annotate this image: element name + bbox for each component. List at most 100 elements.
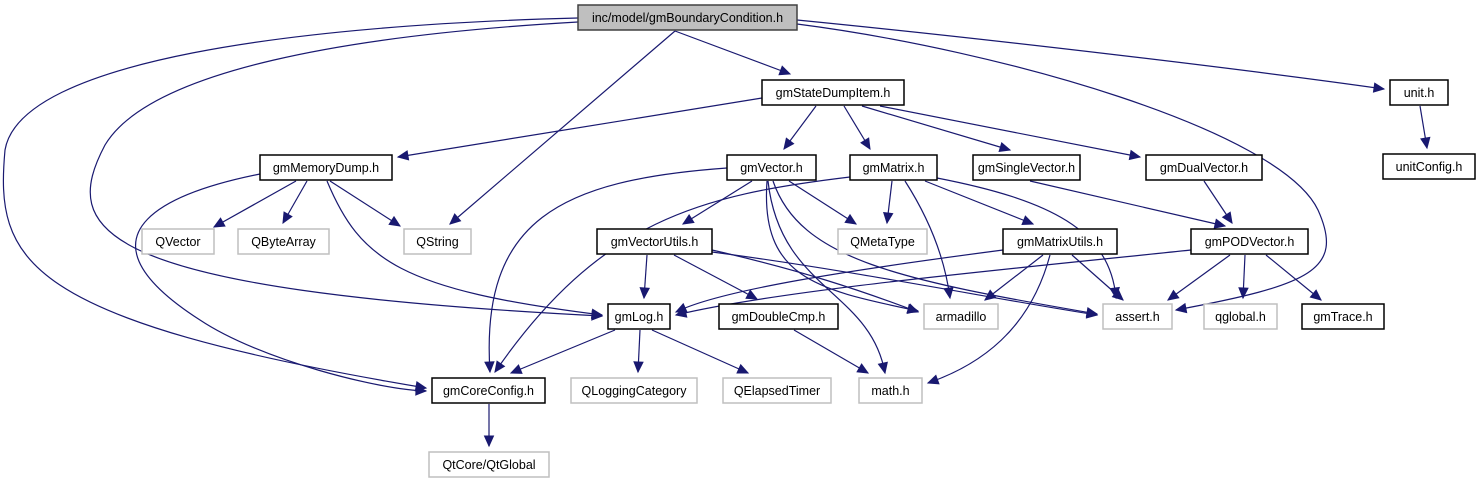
edge-vectorUtils-to-assert <box>711 251 1099 319</box>
arrowhead-icon <box>736 363 750 374</box>
arrowhead-icon <box>212 217 226 228</box>
node-box <box>1102 303 1173 330</box>
node-label: math.h <box>871 384 909 398</box>
node-dualVector[interactable]: gmDualVector.h <box>1145 154 1263 181</box>
node-vector[interactable]: gmVector.h <box>726 154 817 181</box>
arrowhead-icon <box>984 289 997 301</box>
edge-line <box>1071 254 1124 301</box>
node-assert: assert.h <box>1102 303 1173 330</box>
edge-root-to-assert <box>796 23 1328 314</box>
node-coreConfig[interactable]: gmCoreConfig.h <box>431 377 546 404</box>
node-matrix[interactable]: gmMatrix.h <box>849 154 938 181</box>
node-box[interactable] <box>1002 228 1118 255</box>
edge-line <box>326 180 603 316</box>
node-matrixUtils[interactable]: gmMatrixUtils.h <box>1002 228 1118 255</box>
edge-unit-to-unitConfig <box>1419 105 1431 150</box>
edge-line <box>397 97 763 158</box>
arrowhead-icon <box>590 308 604 319</box>
node-box[interactable] <box>972 154 1081 181</box>
node-label: qglobal.h <box>1215 310 1266 324</box>
node-box[interactable] <box>761 79 905 106</box>
edge-line <box>765 180 919 312</box>
edge-line <box>984 254 1044 301</box>
arrowhead-icon <box>778 65 792 76</box>
node-unit[interactable]: unit.h <box>1389 79 1449 106</box>
node-label: unitConfig.h <box>1396 160 1463 174</box>
edge-doubleCmp-to-math <box>793 329 870 374</box>
arrowhead-icon <box>860 137 871 151</box>
edge-line <box>904 180 951 299</box>
edge-root-to-stateDumpItem <box>674 30 792 76</box>
edge-line <box>1265 254 1322 301</box>
node-label: QElapsedTimer <box>734 384 820 398</box>
edge-root-to-qstring <box>449 30 676 225</box>
arrowhead-icon <box>1021 215 1035 226</box>
node-box[interactable] <box>596 228 713 255</box>
edge-dualVector-to-podVector <box>1203 180 1233 225</box>
edge-log-to-qelapsedtimer <box>651 329 750 374</box>
node-box[interactable] <box>1389 79 1449 106</box>
node-box[interactable] <box>1190 228 1309 255</box>
node-label: QByteArray <box>251 235 316 249</box>
node-box[interactable] <box>1145 154 1263 181</box>
node-doubleCmp[interactable]: gmDoubleCmp.h <box>718 303 839 330</box>
node-box[interactable] <box>607 303 671 330</box>
node-label: gmStateDumpItem.h <box>776 86 891 100</box>
node-vectorUtils[interactable]: gmVectorUtils.h <box>596 228 713 255</box>
arrowhead-icon <box>483 435 495 448</box>
node-singleVector[interactable]: gmSingleVector.h <box>972 154 1081 181</box>
arrowhead-icon <box>1167 289 1180 301</box>
edge-matrixUtils-to-assert <box>1071 254 1124 301</box>
node-root[interactable]: inc/model/gmBoundaryCondition.h <box>577 4 798 31</box>
edge-memoryDump-to-qstring <box>329 180 402 227</box>
arrowhead-icon <box>1309 289 1322 301</box>
node-stateDumpItem[interactable]: gmStateDumpItem.h <box>761 79 905 106</box>
node-label: gmVectorUtils.h <box>611 235 699 249</box>
node-label: QString <box>416 235 458 249</box>
node-unitConfig[interactable]: unitConfig.h <box>1382 153 1476 180</box>
node-box <box>722 377 832 404</box>
arrowhead-icon <box>1372 82 1386 93</box>
node-box[interactable] <box>431 377 546 404</box>
node-box[interactable] <box>849 154 938 181</box>
node-box[interactable] <box>577 4 798 31</box>
node-trace[interactable]: gmTrace.h <box>1301 303 1385 330</box>
node-log[interactable]: gmLog.h <box>607 303 671 330</box>
edge-memoryDump-to-qvector <box>212 180 297 228</box>
arrowhead-icon <box>1221 211 1233 225</box>
node-box[interactable] <box>1382 153 1476 180</box>
arrowhead-icon <box>998 141 1012 153</box>
edge-line <box>711 249 919 313</box>
edge-stateDumpItem-to-matrix <box>843 105 871 151</box>
node-label: gmDoubleCmp.h <box>732 310 826 324</box>
arrowhead-icon <box>633 361 644 374</box>
arrowhead-icon <box>282 211 293 225</box>
node-memoryDump[interactable]: gmMemoryDump.h <box>259 154 393 181</box>
node-label: gmCoreConfig.h <box>443 384 534 398</box>
node-box[interactable] <box>718 303 839 330</box>
edge-line <box>788 180 857 225</box>
arrowhead-icon <box>674 307 688 318</box>
node-box <box>837 228 928 255</box>
edge-vector-to-coreConfig <box>484 167 728 374</box>
node-box <box>237 228 330 255</box>
node-box[interactable] <box>1301 303 1385 330</box>
edge-line <box>329 180 401 227</box>
edge-line <box>135 173 427 392</box>
arrowhead-icon <box>396 150 410 161</box>
node-label: QVector <box>155 235 200 249</box>
edge-vector-to-math <box>767 180 888 375</box>
arrowhead-icon <box>1238 287 1249 300</box>
node-label: QLoggingCategory <box>582 384 688 398</box>
node-armadillo: armadillo <box>923 303 999 330</box>
edge-vectorUtils-to-log <box>639 254 650 300</box>
node-box[interactable] <box>726 154 817 181</box>
node-box <box>923 303 999 330</box>
edge-memoryDump-to-qbytearray <box>282 180 308 225</box>
node-podVector[interactable]: gmPODVector.h <box>1190 228 1309 255</box>
edge-line <box>651 329 749 374</box>
edge-log-to-qloggingcategory <box>633 329 644 374</box>
node-box[interactable] <box>259 154 393 181</box>
node-label: gmLog.h <box>615 310 664 324</box>
